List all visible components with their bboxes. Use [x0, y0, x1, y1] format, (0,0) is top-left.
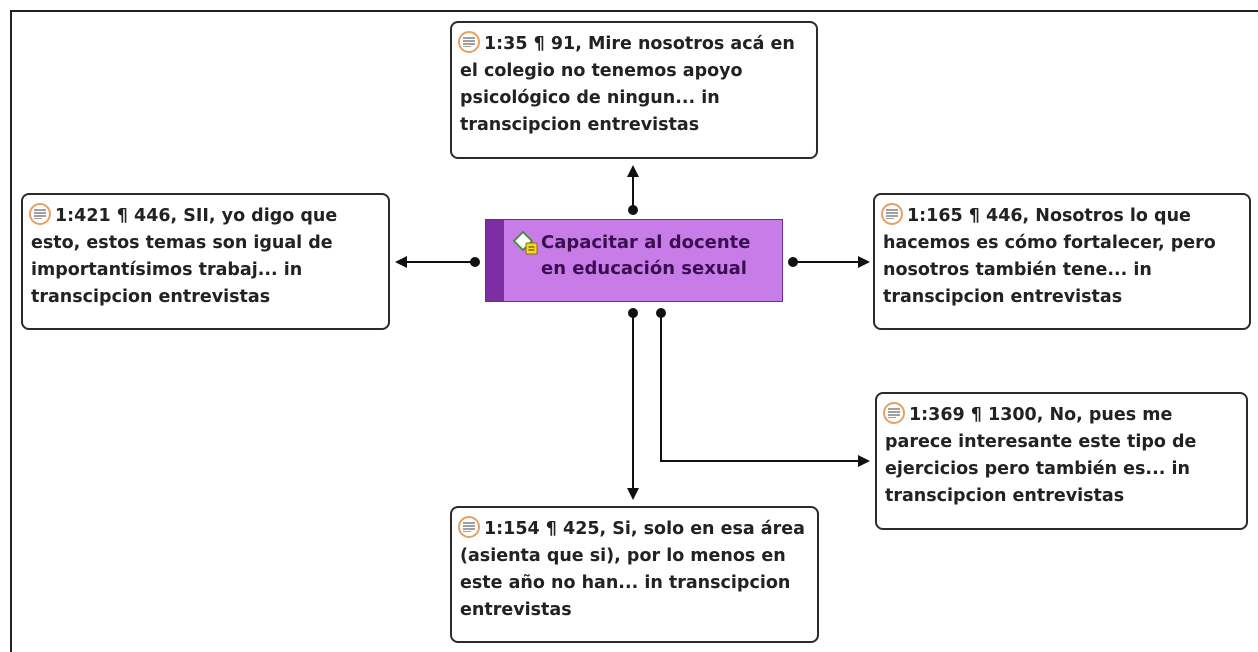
quotation-node-left[interactable]: 1:421 ¶ 446, SII, yo digo que esto, esto…: [21, 193, 390, 330]
quotation-node-top[interactable]: 1:35 ¶ 91, Mire nosotros acá en el coleg…: [450, 21, 818, 159]
quotation-text: 1:154 ¶ 425, Si, solo en esa área (asien…: [460, 519, 805, 620]
link-origin-dot: [470, 257, 480, 267]
code-label: Capacitar al docente en educación sexual: [541, 232, 751, 279]
link-origin-dot: [628, 308, 638, 318]
link-origin-dot: [788, 257, 798, 267]
code-node[interactable]: Capacitar al docente en educación sexual: [485, 219, 783, 302]
quotation-icon: [458, 31, 480, 53]
link-origin-dot: [628, 205, 638, 215]
quotation-icon: [883, 402, 905, 424]
quotation-text: 1:165 ¶ 446, Nosotros lo que hacemos es …: [883, 206, 1216, 307]
code-icon: [512, 230, 538, 255]
code-node-bar: [486, 220, 504, 301]
quotation-icon: [29, 203, 51, 225]
quotation-node-lower-right[interactable]: 1:369 ¶ 1300, No, pues me parece interes…: [875, 392, 1248, 530]
quotation-icon: [458, 516, 480, 538]
quotation-text: 1:35 ¶ 91, Mire nosotros acá en el coleg…: [460, 34, 795, 135]
quotation-node-bottom[interactable]: 1:154 ¶ 425, Si, solo en esa área (asien…: [450, 506, 819, 643]
quotation-text: 1:369 ¶ 1300, No, pues me parece interes…: [885, 405, 1197, 506]
quotation-node-right[interactable]: 1:165 ¶ 446, Nosotros lo que hacemos es …: [873, 193, 1251, 330]
quotation-icon: [881, 203, 903, 225]
link-origin-dot: [656, 308, 666, 318]
link-to-lower-right-quote[interactable]: [660, 313, 870, 467]
quotation-text: 1:421 ¶ 446, SII, yo digo que esto, esto…: [31, 206, 338, 307]
canvas-frame: [10, 10, 1258, 652]
